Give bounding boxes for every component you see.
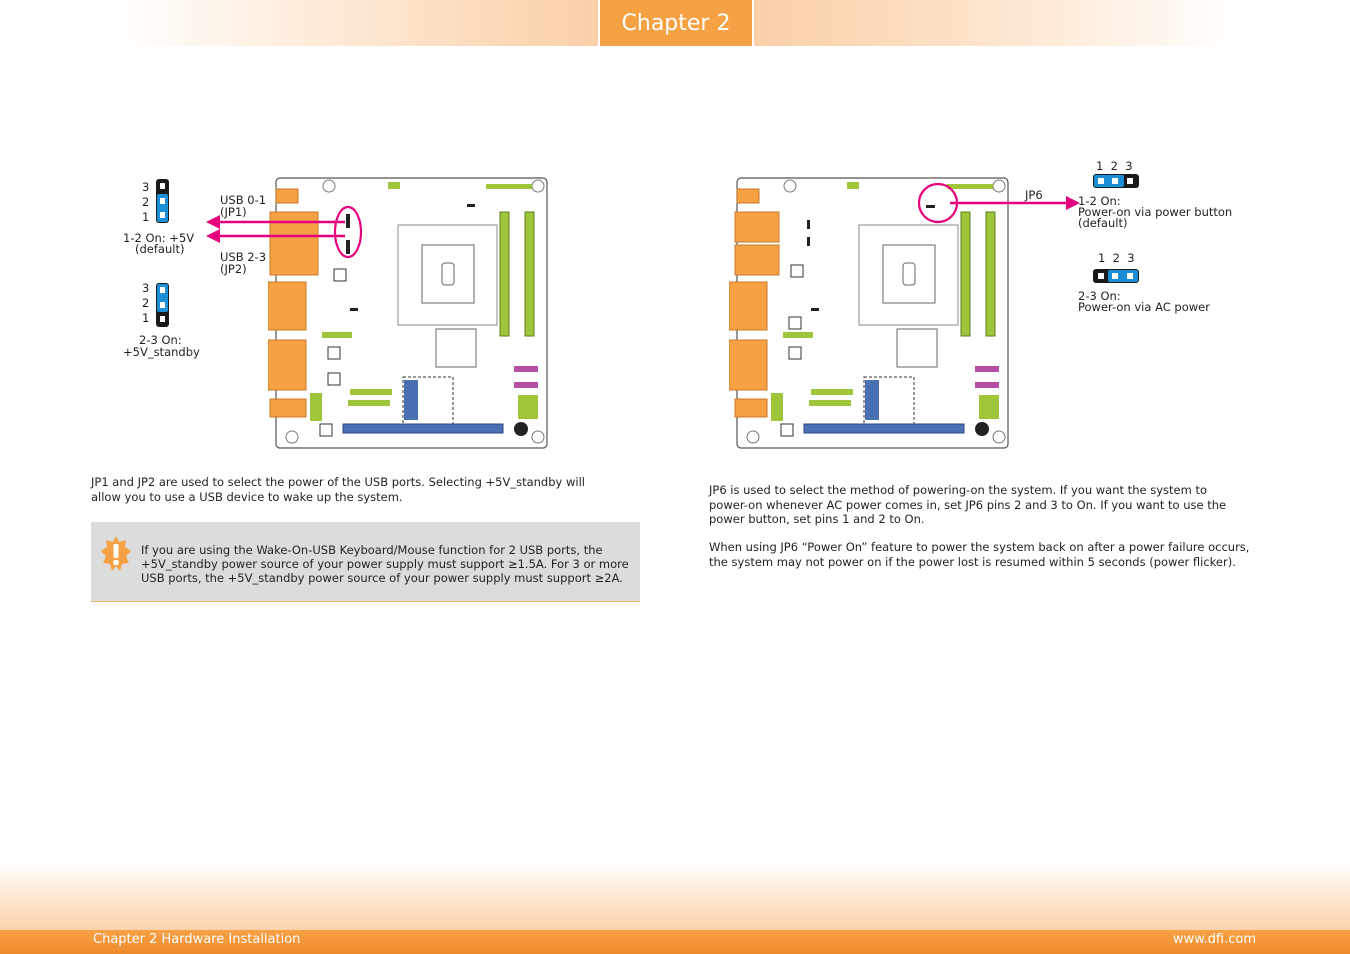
jumper2-graphic xyxy=(156,283,169,327)
caution-note: If you are using the Wake-On-USB Keyboar… xyxy=(91,522,640,602)
footer-website-link[interactable]: www.dfi.com xyxy=(1172,932,1256,947)
jp6-highlight-arrow xyxy=(917,182,1080,224)
right-paragraph1-line2: power-on whenever AC power comes in, set… xyxy=(709,498,1227,512)
right-paragraph1-line1: JP6 is used to select the method of powe… xyxy=(709,483,1207,497)
jp6-jumper-1-2 xyxy=(1093,174,1139,188)
right-paragraph2-line2: the system may not power on if the power… xyxy=(709,555,1236,569)
jumper1-default: (default) xyxy=(135,242,185,256)
jp6-label: JP6 xyxy=(1025,188,1043,202)
chapter-tab[interactable]: Chapter 2 xyxy=(598,0,754,46)
jumper2-pin1: 1 xyxy=(142,311,150,325)
jumper2-caption: 2-3 On: xyxy=(139,333,182,347)
jp6-option1-desc: Power-on via power button xyxy=(1078,205,1233,219)
usb01-label: USB 0-1 xyxy=(220,193,267,207)
right-paragraph1-line3: power button, set pins 1 and 2 to On. xyxy=(709,512,925,526)
usb-jumper-highlight-arrows xyxy=(206,205,363,259)
jumper1-pin1: 1 xyxy=(142,210,150,224)
jp6-jumper-2-3 xyxy=(1093,269,1139,283)
jp6-pins-top: 1 2 3 xyxy=(1096,159,1133,173)
usb01-sub: (JP1) xyxy=(220,205,247,219)
jumper2-standby: +5V_standby xyxy=(123,345,200,359)
jp6-pins-bottom: 1 2 3 xyxy=(1098,251,1135,265)
jp6-option2-title: 2-3 On: xyxy=(1078,289,1121,303)
right-paragraph2-line1: When using JP6 “Power On” feature to pow… xyxy=(709,540,1250,554)
jp6-option2-desc: Power-on via AC power xyxy=(1078,300,1210,314)
footer-bar: Chapter 2 Hardware Installation www.dfi.… xyxy=(0,930,1350,954)
footer-chapter-title: Chapter 2 Hardware Installation xyxy=(93,932,301,947)
jumper2-pin2: 2 xyxy=(142,296,150,310)
motherboard-diagram-right xyxy=(729,177,1009,449)
jp6-option1-default: (default) xyxy=(1078,216,1128,230)
jp6-option1-title: 1-2 On: xyxy=(1078,194,1121,208)
footer-gradient xyxy=(0,862,1350,930)
note-line1: If you are using the Wake-On-USB Keyboar… xyxy=(141,543,603,557)
jumper1-pin3: 3 xyxy=(142,180,150,194)
usb23-label: USB 2-3 xyxy=(220,250,267,264)
caution-icon xyxy=(101,536,131,571)
note-line3: USB ports, the +5V_standby power source … xyxy=(141,571,623,585)
jumper1-pin2: 2 xyxy=(142,195,150,209)
jumper1-caption: 1-2 On: +5V xyxy=(123,231,195,245)
left-paragraph-line1: JP1 and JP2 are used to select the power… xyxy=(91,475,585,489)
left-paragraph-line2: allow you to use a USB device to wake up… xyxy=(91,490,403,504)
usb23-sub: (JP2) xyxy=(220,262,247,276)
jumper1-graphic xyxy=(156,179,169,223)
jumper2-pin3: 3 xyxy=(142,281,150,295)
note-line2: +5V_standby power source of your power s… xyxy=(141,557,629,571)
